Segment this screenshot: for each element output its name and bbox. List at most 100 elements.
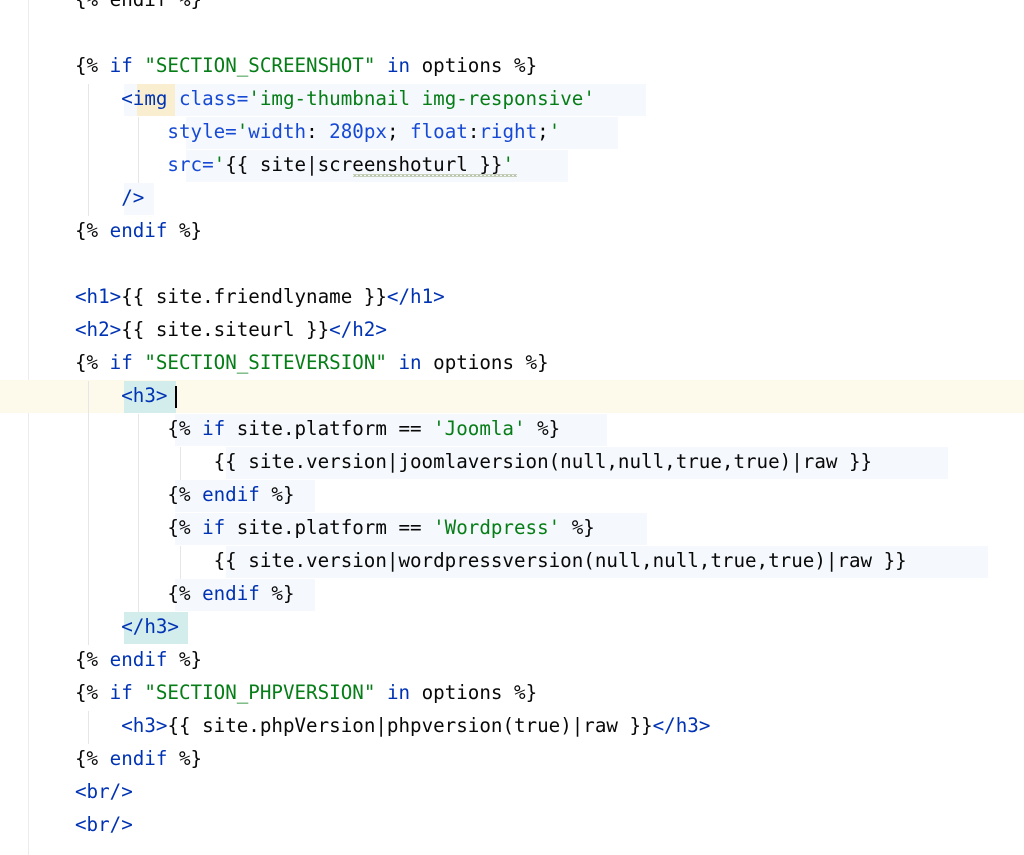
code-token-str: "SECTION_SCREENSHOT" [144,54,376,77]
code-token-plain: {% [75,219,110,242]
code-token-plain [75,153,167,176]
code-token-tag: <h2> [75,318,122,341]
indent-guide [88,381,89,645]
code-line[interactable]: {{ site.version|joomlaversion(null,null,… [75,445,872,478]
code-line[interactable]: {{ site.version|wordpressversion(null,nu… [75,544,907,577]
code-token-attr: float [410,120,468,143]
code-token-str: ' [236,120,249,143]
code-token-plain: {% [75,54,110,77]
code-token-plain: site.platform == [225,417,434,440]
code-token-plain: {% [75,483,203,506]
indent-guide [138,414,139,612]
code-token-str: 'img-thumbnail img-responsive' [248,87,595,110]
code-token-plain: %} [167,747,203,770]
code-line[interactable]: {% if site.platform == 'Wordpress' %} [75,511,594,544]
code-token-plain: {% [75,747,110,770]
code-token-plain: {{ site|screenshoturl }} [225,153,503,176]
code-token-plain [75,186,121,209]
indent-guide [180,546,181,579]
scope-highlight [226,546,988,578]
code-token-plain [75,615,121,638]
code-line[interactable]: {% endif %} [75,0,202,16]
code-line[interactable]: <br/> [75,775,133,808]
matched-tag-highlight [124,612,188,644]
scope-highlight [226,447,948,479]
code-line[interactable]: {% endif %} [75,742,202,775]
code-line[interactable]: <br/> [75,808,133,841]
code-line[interactable]: {% if site.platform == 'Joomla' %} [75,412,560,445]
code-token-attr: style= [167,120,237,143]
code-line[interactable]: </h3> [75,610,179,643]
code-token-plain: {{ site.siteurl }} [121,318,330,341]
code-token-plain [133,54,145,77]
indent-guide [88,84,89,216]
code-line[interactable]: {% endif %} [75,214,202,247]
code-token-plain: : [467,120,480,143]
code-token-plain: site.platform == [225,516,434,539]
code-line[interactable]: <h2>{{ site.siteurl }}</h2> [75,313,387,346]
code-token-str: "SECTION_SITEVERSION" [144,351,387,374]
code-token-plain: {% [75,417,203,440]
text-caret [175,386,177,408]
code-token-attr: width [248,120,307,143]
code-token-plain [133,681,145,704]
code-line[interactable]: {% if "SECTION_SCREENSHOT" in options %} [75,49,537,82]
scope-highlight [175,480,315,512]
code-token-str: 'Joomla' [433,417,526,440]
indent-guide [138,117,139,183]
code-token-tag: <h3> [121,714,168,737]
code-token-tag: <h1> [75,285,122,308]
code-line[interactable]: /> [75,181,144,214]
code-line[interactable]: {% endif %} [75,478,295,511]
code-token-tag: <br/> [75,813,133,836]
code-token-plain: {{ site.version|wordpressversion(null,nu… [75,549,907,572]
code-line[interactable]: style='width: 280px; float:right;' [75,115,560,148]
code-line[interactable]: <h3>{{ site.phpVersion|phpversion(true)|… [75,709,710,742]
code-token-plain: {% [75,648,110,671]
code-token-plain: ; [537,120,549,143]
code-token-str: 'Wordpress' [433,516,561,539]
code-token-plain: options %} [410,681,538,704]
code-line[interactable]: {% if "SECTION_PHPVERSION" in options %} [75,676,537,709]
code-token-plain: {{ site.version|joomlaversion(null,null,… [75,450,873,473]
code-token-plain [75,120,167,143]
code-token-kw: in [398,351,422,374]
code-token-plain: %} [167,648,203,671]
code-token-kw: in [386,54,411,77]
code-line[interactable]: <h1>{{ site.friendlyname }}</h1> [75,280,445,313]
code-token-plain: %} [259,582,295,605]
code-line[interactable]: {% endif %} [75,643,202,676]
code-token-tag: </h3> [652,714,711,737]
scope-highlight [175,513,647,545]
code-line[interactable]: <h3> [75,379,167,412]
code-token-str: ' [548,120,561,143]
code-token-plain [167,87,179,110]
code-line[interactable]: {% endif %} [75,577,295,610]
code-token-tag: <br/> [75,780,133,803]
code-token-plain: {% [75,681,110,704]
code-token-str: "SECTION_PHPVERSION" [144,681,376,704]
code-token-plain: {{ site.friendlyname }} [121,285,387,308]
code-token-kw: if [202,417,226,440]
spelling-underline [353,174,517,177]
code-token-kw: if [202,516,226,539]
code-token-attr: right [479,120,538,143]
code-token-tag: </h1> [386,285,445,308]
code-token-kw: in [386,681,411,704]
code-token-plain: {{ site.phpVersion|phpversion(true)|raw … [167,714,653,737]
code-token-plain: {% [75,582,203,605]
code-token-plain [375,54,387,77]
indent-guide [88,711,89,744]
matched-tag-highlight [124,381,176,413]
code-line[interactable]: {% if "SECTION_SITEVERSION" in options %… [75,346,549,379]
code-token-attr: 280px [329,120,387,143]
code-token-plain [75,384,121,407]
code-line[interactable]: src='{{ site|screenshoturl }}' [75,148,514,181]
code-token-kw: endif [109,747,168,770]
scope-highlight [186,117,618,149]
code-token-kw: if [109,54,133,77]
code-token-plain: %} [259,483,295,506]
code-token-tag: </h3> [121,615,179,638]
code-line[interactable]: <img class='img-thumbnail img-responsive… [75,82,595,115]
